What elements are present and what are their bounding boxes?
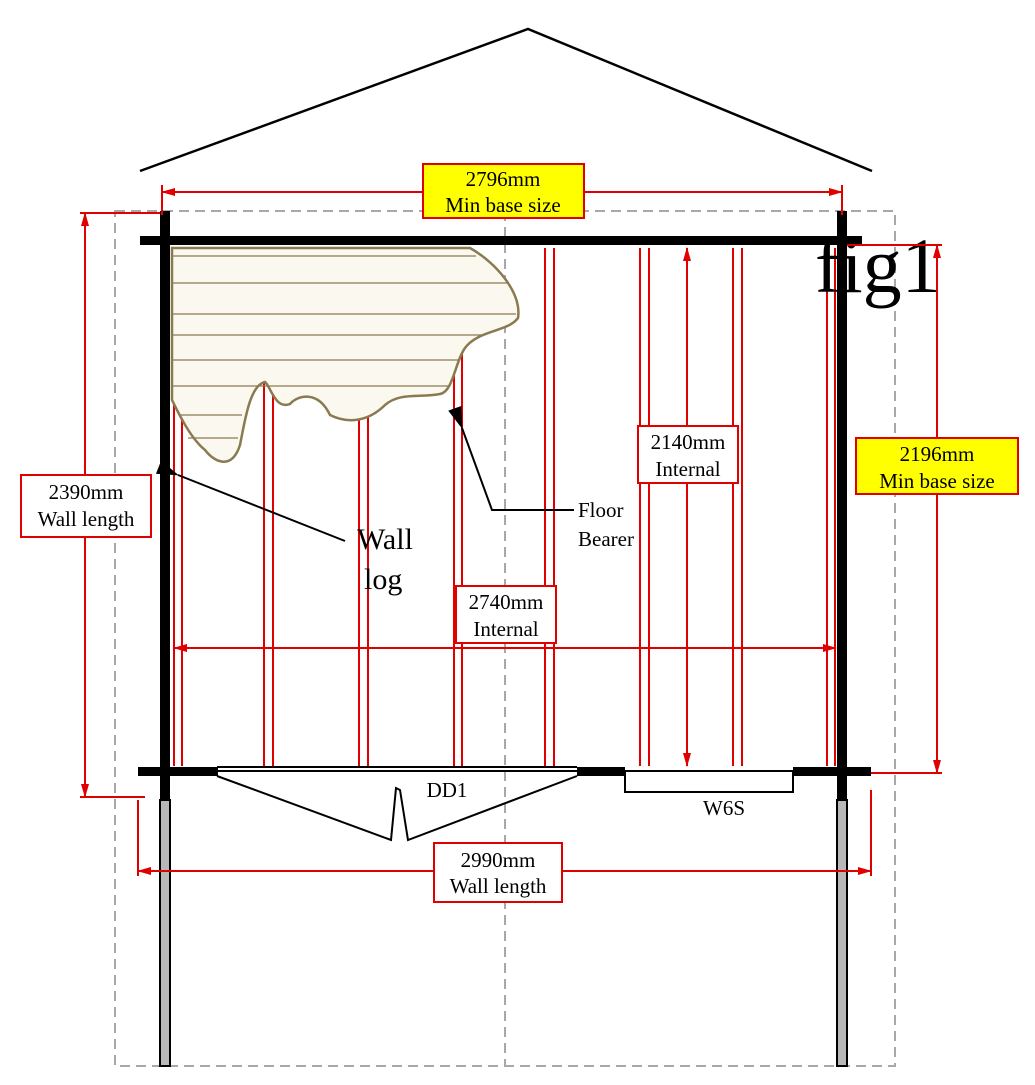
door-dd1 xyxy=(216,766,578,842)
dim-label-internal-depth: 2140mm Internal xyxy=(637,425,739,484)
wall-bottom-left xyxy=(138,767,218,776)
wall-bottom-middle xyxy=(577,767,625,776)
door-label: DD1 xyxy=(427,778,468,802)
dim-label-right-depth: 2196mm Min base size xyxy=(855,437,1019,495)
posts xyxy=(159,799,848,1067)
svg-text:2740mm: 2740mm xyxy=(469,590,544,614)
floor-bearer-label-line1: Floor xyxy=(578,498,624,522)
window-w6s xyxy=(624,770,794,793)
svg-text:2990mm: 2990mm xyxy=(461,848,536,872)
svg-text:2390mm: 2390mm xyxy=(49,480,124,504)
svg-text:Wall length: Wall length xyxy=(38,507,135,531)
svg-text:2196mm: 2196mm xyxy=(900,442,975,466)
roof-outline xyxy=(139,27,873,173)
dim-label-bottom-wall: 2990mm Wall length xyxy=(433,842,563,903)
svg-text:2796mm: 2796mm xyxy=(466,167,541,191)
wall-top xyxy=(140,236,862,245)
wall-log-label-line2: log xyxy=(364,563,402,596)
floor-bearer-label-line2: Bearer xyxy=(578,527,634,551)
svg-text:Min base size: Min base size xyxy=(445,193,560,217)
wall-log-label-line1: Wall xyxy=(357,523,413,556)
figure-label: fig1 xyxy=(815,222,941,309)
dim-label-left-wall: 2390mm Wall length xyxy=(20,474,152,538)
walls xyxy=(138,211,871,801)
leader-floor-bearer xyxy=(448,405,574,511)
dim-label-internal-width: 2740mm Internal xyxy=(455,585,557,644)
window-label: W6S xyxy=(703,796,745,820)
wall-right xyxy=(837,211,847,801)
svg-text:Internal: Internal xyxy=(473,617,538,641)
wall-left xyxy=(160,211,170,801)
leader-wall-log xyxy=(155,460,346,542)
wall-log-cutaway xyxy=(170,246,520,463)
svg-text:Wall length: Wall length xyxy=(450,874,547,898)
dim-label-top-width: 2796mm Min base size xyxy=(422,163,585,219)
wall-bottom-right xyxy=(793,767,871,776)
svg-text:Internal: Internal xyxy=(655,457,720,481)
svg-text:Min base size: Min base size xyxy=(879,469,994,493)
svg-text:2140mm: 2140mm xyxy=(651,430,726,454)
